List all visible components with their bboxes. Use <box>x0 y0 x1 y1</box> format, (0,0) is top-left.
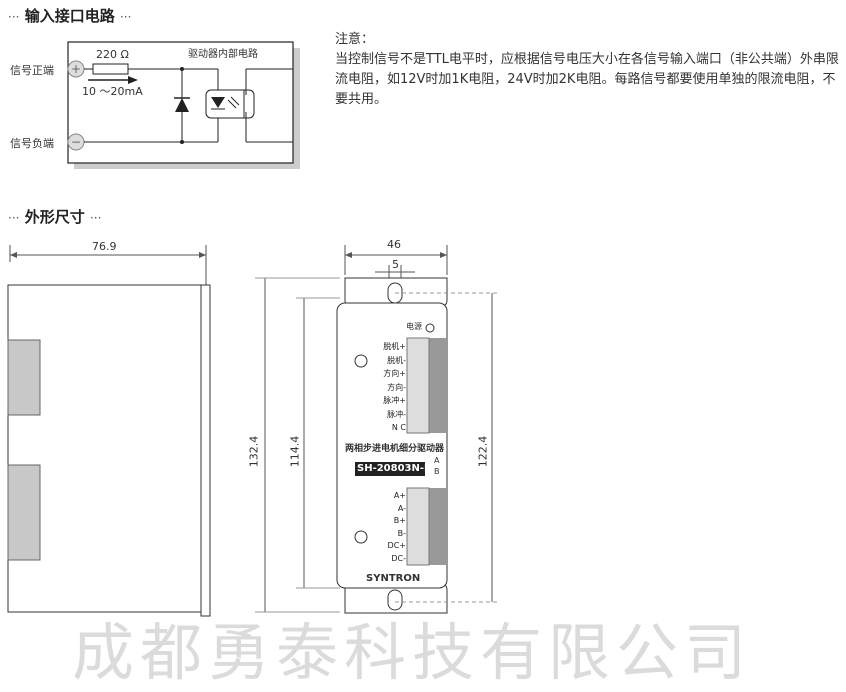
dim-side-width: 76.9 <box>92 240 117 253</box>
device-model: SH-20803N-D <box>357 463 433 474</box>
signal-negative-label: 信号负端 <box>10 137 54 150</box>
dots: ··· <box>119 10 132 24</box>
minus-terminal-icon: − <box>70 135 82 149</box>
watermark: 成都勇泰科技有限公司 <box>72 616 753 689</box>
signal-positive-label: 信号正端 <box>10 64 54 77</box>
current-range: 10 ～20mA <box>82 85 143 98</box>
heading-text: 输入接口电路 <box>24 7 115 25</box>
terminal-label: A- <box>397 503 406 513</box>
internal-circuit-label: 驱动器内部电路 <box>188 49 258 60</box>
note-title: 注意： <box>335 32 375 47</box>
ab-label: B <box>434 467 440 476</box>
heading-text: 外形尺寸 <box>24 208 85 226</box>
note: 注意： 当控制信号不是TTL电平时，应根据信号电压大小在各信号输入端口（非公共端… <box>335 30 840 110</box>
ab-label: A <box>434 456 440 465</box>
dim-hole: 5 <box>392 258 399 271</box>
device-name: 两相步进电机细分驱动器 <box>345 444 445 454</box>
section-heading-input-circuit: ··· 输入接口电路 ··· <box>8 5 131 26</box>
terminal-label: B- <box>397 528 406 538</box>
terminal-label: 脉冲+ <box>383 396 406 405</box>
dots: ··· <box>8 10 20 24</box>
terminal-label: 脉冲- <box>387 409 406 419</box>
dots: ··· <box>8 211 20 225</box>
brand-logo: SYNTRON <box>366 573 421 584</box>
terminal-label: A+ <box>393 491 406 500</box>
power-label: 电源 <box>406 322 422 331</box>
terminal-label: N C <box>391 423 406 432</box>
section-heading-dimensions: ··· 外形尺寸 ··· <box>8 206 101 227</box>
note-body: 当控制信号不是TTL电平时，应根据信号电压大小在各信号输入端口（非公共端）外串限… <box>335 52 839 107</box>
dim-height-inner: 114.4 <box>288 435 302 468</box>
front-view-drawing <box>255 245 500 614</box>
dim-height-holes: 122.4 <box>476 435 490 468</box>
resistor-value: 220 Ω <box>96 48 129 61</box>
terminal-label: 方向- <box>387 382 406 392</box>
dim-height-total: 132.4 <box>247 435 261 468</box>
terminal-label: DC- <box>391 553 406 563</box>
terminal-label: B+ <box>393 516 406 525</box>
dim-front-width: 46 <box>387 238 401 251</box>
terminal-label: 脱机- <box>387 355 406 365</box>
input-circuit-diagram <box>67 41 300 169</box>
bottom-terminal-labels: A+ A- B+ B- DC+ DC- <box>370 490 406 565</box>
side-view-drawing <box>7 245 211 617</box>
terminal-label: 方向+ <box>383 369 406 378</box>
dots: ··· <box>89 211 102 225</box>
plus-terminal-icon: + <box>70 62 82 76</box>
terminal-label: DC+ <box>387 541 406 550</box>
top-terminal-labels: 脱机+ 脱机- 方向+ 方向- 脉冲+ 脉冲- N C <box>370 340 406 435</box>
terminal-label: 脱机+ <box>383 342 406 351</box>
